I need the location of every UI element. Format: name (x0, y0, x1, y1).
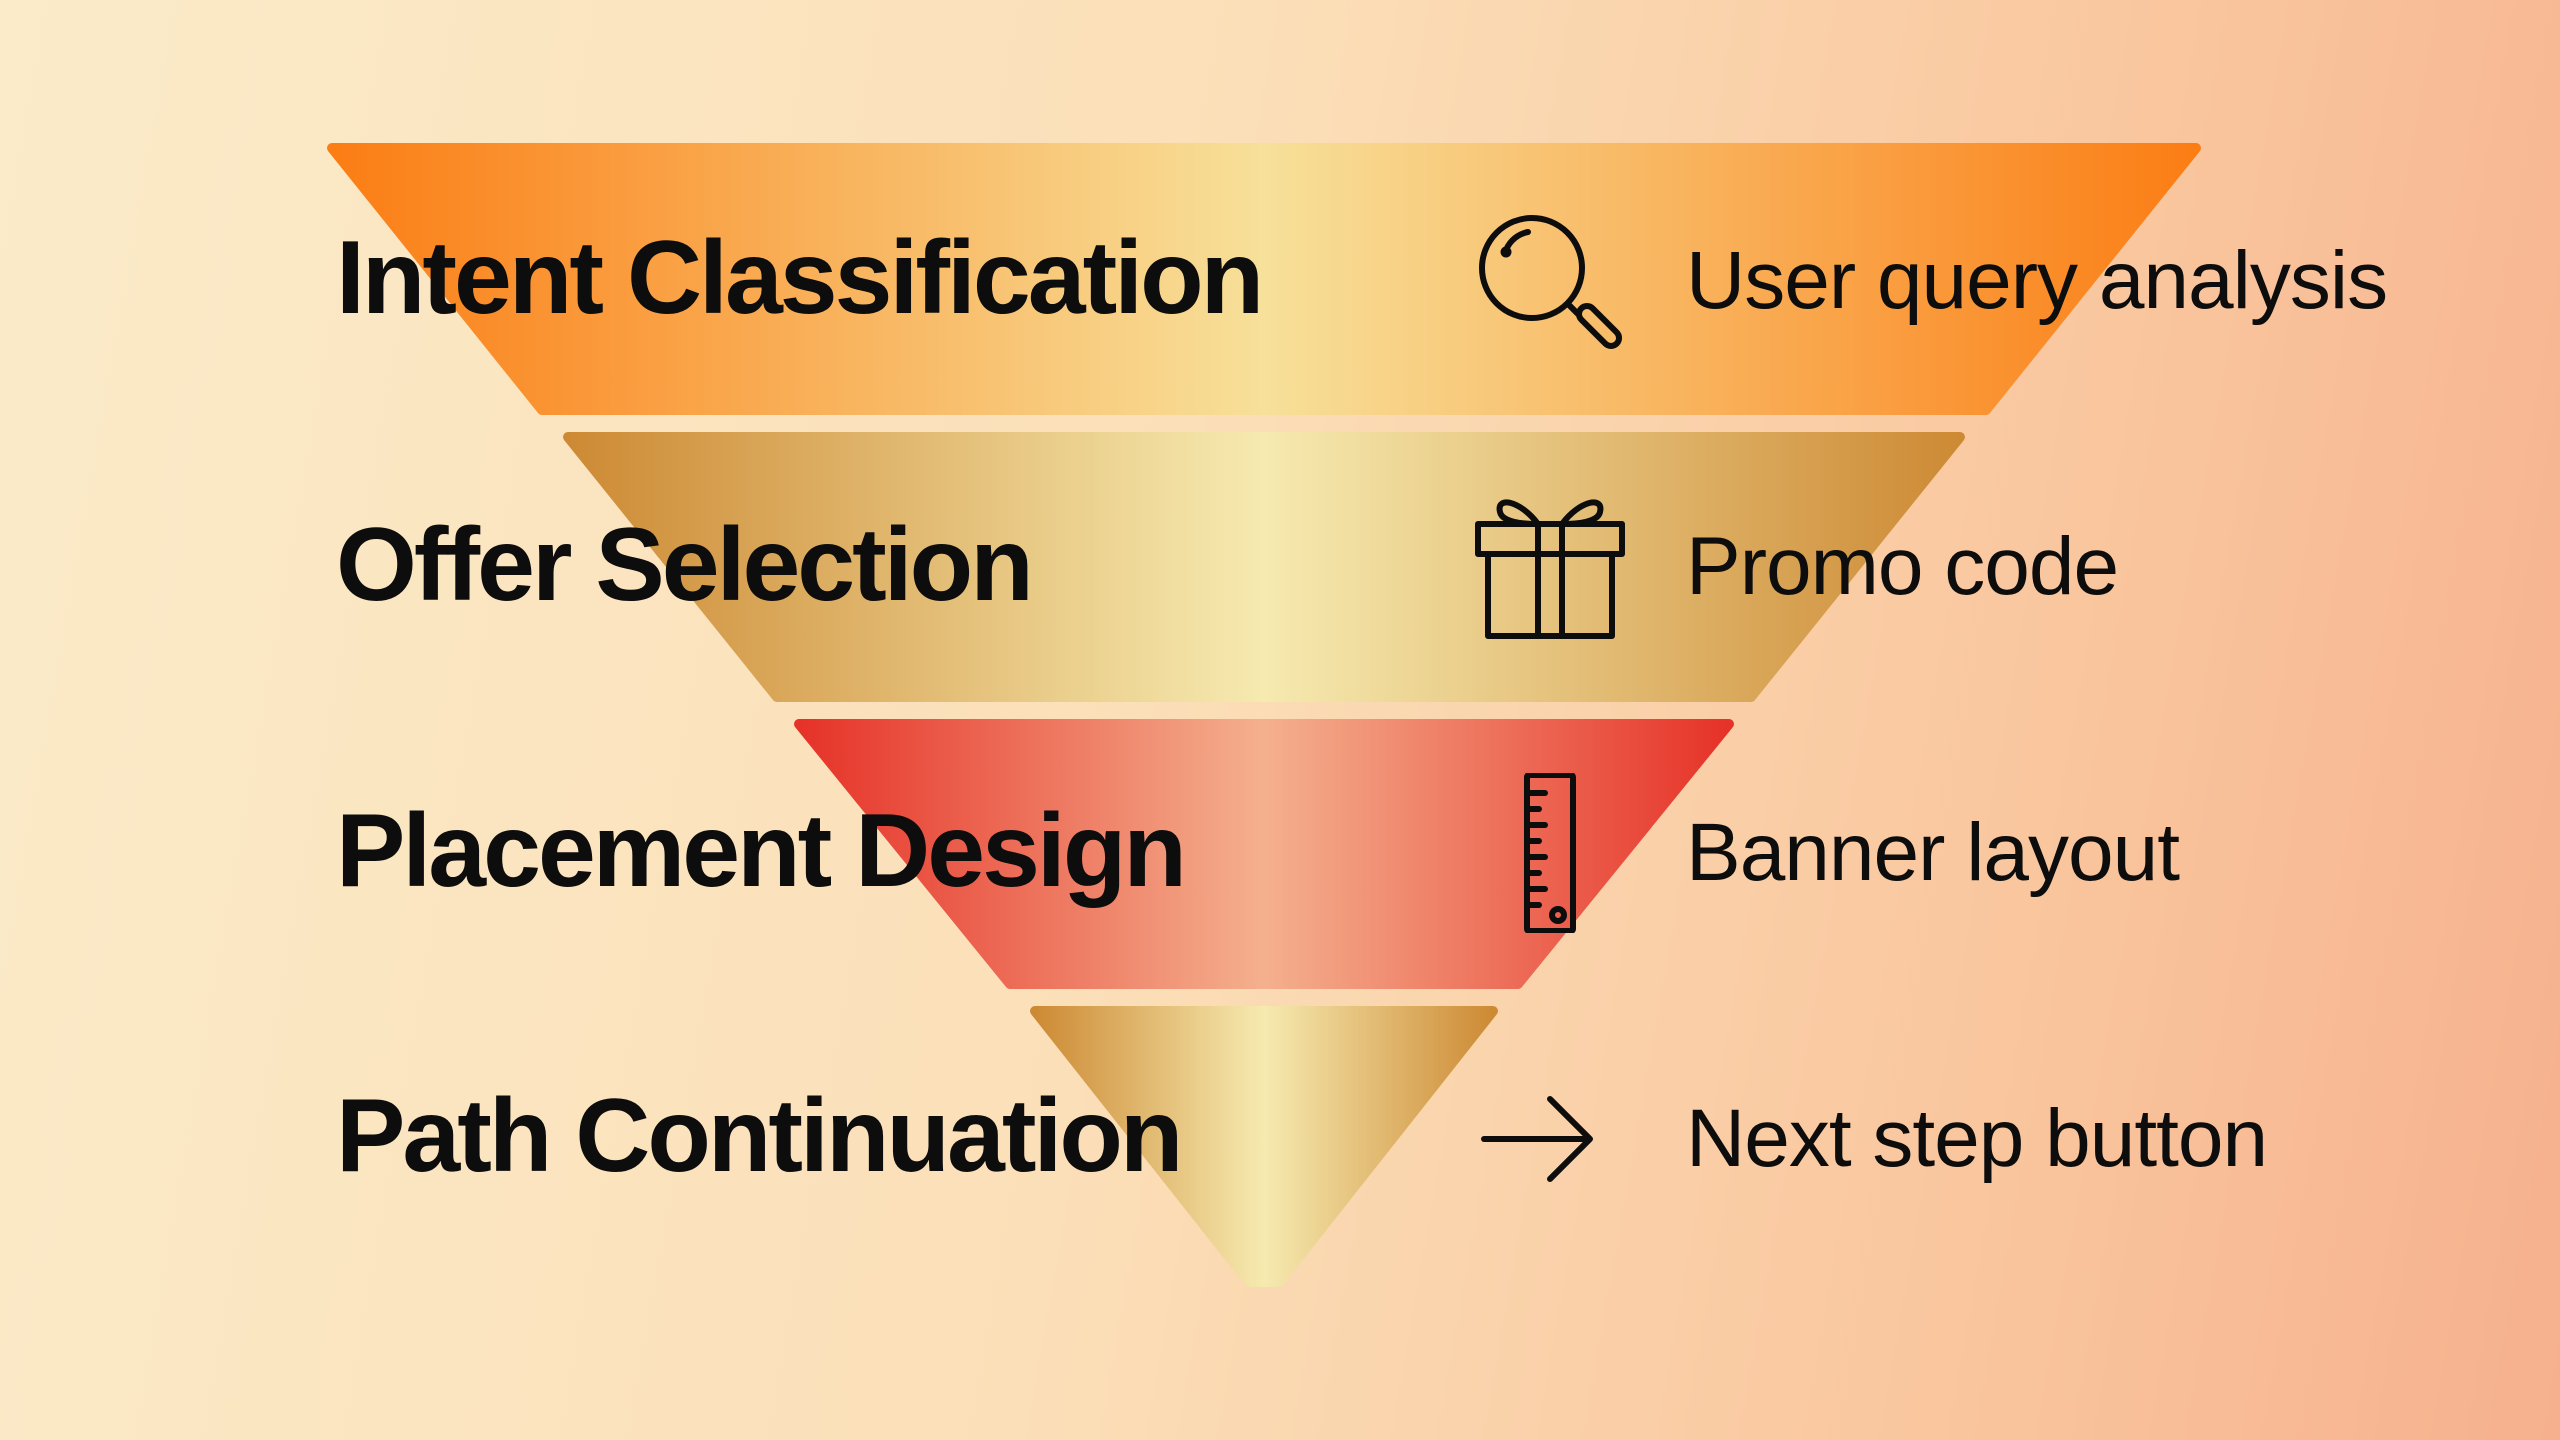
stage-title-placement-design: Placement Design (336, 793, 1187, 909)
gift-icon (1470, 486, 1630, 646)
stage-desc-banner-layout: Banner layout (1686, 807, 2180, 898)
stage-title-intent-classification: Intent Classification (336, 220, 1264, 336)
magnifier-icon (1470, 206, 1630, 366)
ruler-icon (1470, 773, 1630, 933)
stage-desc-user-query-analysis: User query analysis (1686, 235, 2388, 326)
arrow-right-icon (1470, 1059, 1630, 1219)
funnel-band-placement (794, 719, 1734, 989)
stage-desc-promo-code: Promo code (1686, 521, 2119, 612)
funnel-band-path (1030, 1006, 1498, 1287)
stage-desc-next-step-button: Next step button (1686, 1093, 2268, 1184)
stage-title-path-continuation: Path Continuation (336, 1078, 1183, 1194)
stage-title-offer-selection: Offer Selection (336, 507, 1034, 623)
funnel-band-intent (327, 143, 2201, 415)
